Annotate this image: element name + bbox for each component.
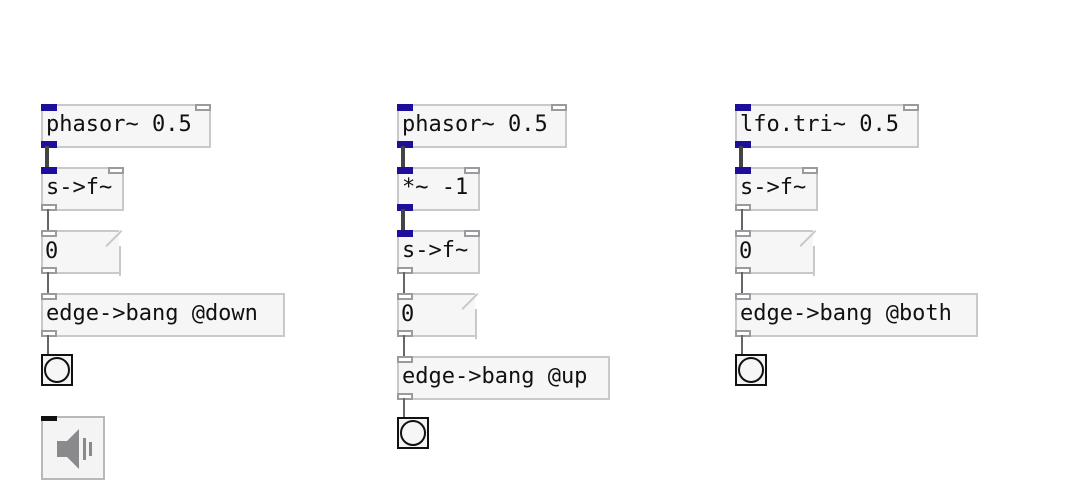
outlet-port[interactable]	[41, 267, 57, 274]
number-value: 0	[401, 302, 415, 327]
outlet-port[interactable]	[397, 204, 413, 211]
inlet-port[interactable]	[464, 167, 480, 174]
object-label: phasor~ 0.5	[402, 112, 548, 137]
edge-bang-object-right[interactable]: edge->bang @both	[735, 293, 978, 337]
object-label: edge->bang @down	[46, 301, 258, 326]
bang-circle-icon	[400, 420, 426, 446]
bang-circle-icon	[738, 357, 764, 383]
inlet-port[interactable]	[551, 104, 567, 111]
number-box-edge	[813, 246, 815, 276]
inlet-port[interactable]	[397, 230, 413, 237]
multiply-object-middle[interactable]: *~ -1	[397, 167, 480, 211]
inlet-port[interactable]	[397, 104, 413, 111]
outlet-port[interactable]	[735, 267, 751, 274]
object-label: s->f~	[740, 175, 807, 200]
bang-button-right[interactable]	[735, 354, 767, 386]
object-label: s->f~	[46, 175, 113, 200]
inlet-port[interactable]	[41, 167, 57, 174]
object-label: lfo.tri~ 0.5	[740, 112, 899, 137]
inlet-port[interactable]	[41, 293, 57, 300]
control-wire[interactable]	[403, 272, 405, 294]
number-box-edge	[119, 246, 121, 276]
signal-wire[interactable]	[401, 146, 405, 168]
control-wire[interactable]	[47, 209, 49, 231]
bang-button-middle[interactable]	[397, 417, 429, 449]
inlet-port[interactable]	[41, 416, 57, 421]
signal-wire[interactable]	[45, 146, 49, 168]
number-box-left[interactable]: 0	[41, 230, 123, 276]
outlet-port[interactable]	[397, 330, 413, 337]
number-box-right[interactable]: 0	[735, 230, 817, 276]
sig-to-float-object-right[interactable]: s->f~	[735, 167, 818, 211]
outlet-port[interactable]	[397, 141, 413, 148]
inlet-port[interactable]	[735, 167, 751, 174]
outlet-port[interactable]	[735, 204, 751, 211]
lfo-tri-object-right[interactable]: lfo.tri~ 0.5	[735, 104, 919, 148]
speaker-icon	[57, 429, 92, 469]
outlet-port[interactable]	[735, 330, 751, 337]
phasor-object-middle[interactable]: phasor~ 0.5	[397, 104, 567, 148]
outlet-port[interactable]	[41, 204, 57, 211]
control-wire[interactable]	[741, 272, 743, 294]
object-label: s->f~	[402, 238, 469, 263]
inlet-port[interactable]	[903, 104, 919, 111]
signal-wire[interactable]	[401, 209, 405, 231]
outlet-port[interactable]	[41, 141, 57, 148]
sig-to-float-object-left[interactable]: s->f~	[41, 167, 124, 211]
outlet-port[interactable]	[735, 141, 751, 148]
control-wire[interactable]	[47, 272, 49, 294]
inlet-port[interactable]	[735, 293, 751, 300]
edge-bang-object-middle[interactable]: edge->bang @up	[397, 356, 610, 400]
inlet-port[interactable]	[397, 356, 413, 363]
inlet-port[interactable]	[802, 167, 818, 174]
inlet-port[interactable]	[397, 293, 413, 300]
control-wire[interactable]	[403, 398, 405, 418]
number-box-corner	[799, 230, 817, 247]
dsp-toggle[interactable]	[41, 416, 105, 480]
inlet-port[interactable]	[735, 230, 751, 237]
number-box-middle[interactable]: 0	[397, 293, 479, 339]
inlet-port[interactable]	[41, 104, 57, 111]
edge-bang-object-left[interactable]: edge->bang @down	[41, 293, 285, 337]
inlet-port[interactable]	[41, 230, 57, 237]
inlet-port[interactable]	[195, 104, 211, 111]
signal-wire[interactable]	[739, 146, 743, 168]
outlet-port[interactable]	[397, 267, 413, 274]
object-label: edge->bang @both	[740, 301, 952, 326]
bang-button-left[interactable]	[41, 354, 73, 386]
number-box-corner	[461, 293, 479, 310]
inlet-port[interactable]	[735, 104, 751, 111]
control-wire[interactable]	[47, 335, 49, 355]
outlet-port[interactable]	[41, 330, 57, 337]
object-label: phasor~ 0.5	[46, 112, 192, 137]
control-wire[interactable]	[741, 209, 743, 231]
number-box-edge	[475, 309, 477, 339]
object-label: *~ -1	[402, 175, 469, 200]
number-value: 0	[45, 239, 59, 264]
inlet-port[interactable]	[464, 230, 480, 237]
control-wire[interactable]	[403, 335, 405, 357]
object-label: edge->bang @up	[402, 364, 588, 389]
number-box-corner	[105, 230, 123, 247]
inlet-port[interactable]	[397, 167, 413, 174]
phasor-object-left[interactable]: phasor~ 0.5	[41, 104, 211, 148]
number-value: 0	[739, 239, 753, 264]
sig-to-float-object-middle[interactable]: s->f~	[397, 230, 480, 274]
control-wire[interactable]	[741, 335, 743, 355]
outlet-port[interactable]	[397, 393, 413, 400]
inlet-port[interactable]	[108, 167, 124, 174]
bang-circle-icon	[44, 357, 70, 383]
